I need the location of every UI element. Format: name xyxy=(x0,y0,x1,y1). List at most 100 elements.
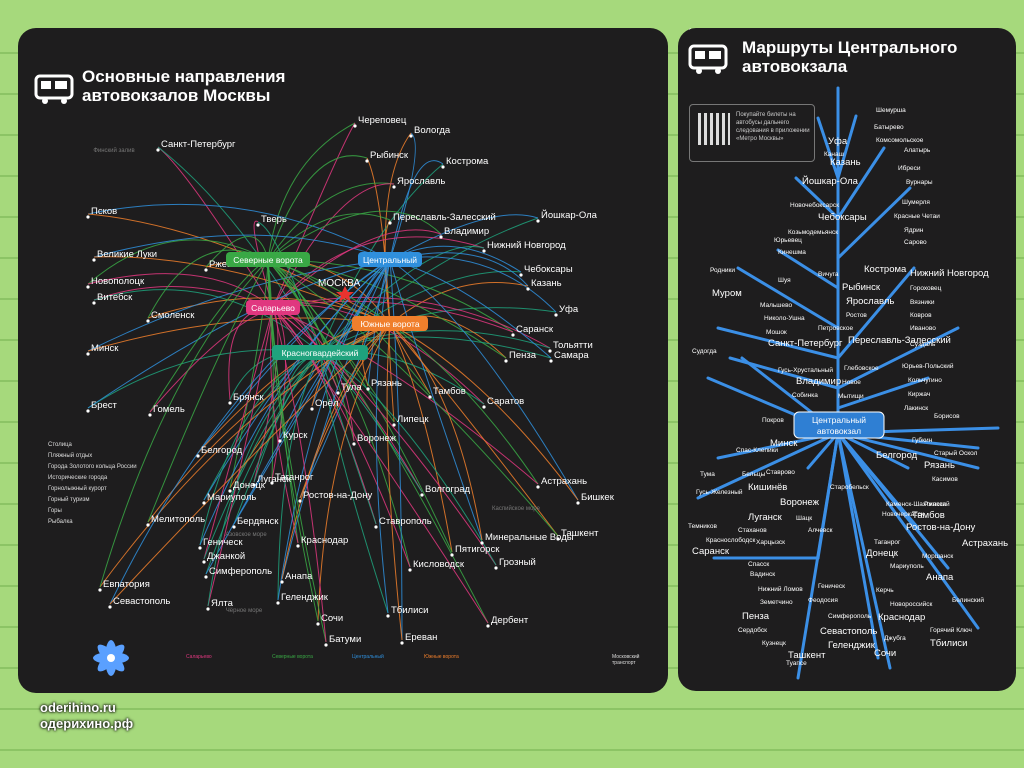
route-line xyxy=(267,155,368,261)
route-city-label: Ковров xyxy=(910,312,932,319)
route-city-label: Йошкар-Ола xyxy=(802,175,859,187)
city-dot xyxy=(276,601,280,605)
route-city-label: Покров xyxy=(762,417,784,424)
route-city-label: Мариуполь xyxy=(890,563,924,570)
route-city-label: Феодосия xyxy=(808,597,838,604)
city-label: Краснодар xyxy=(301,535,348,546)
bus-station-badge xyxy=(226,252,310,267)
route-city-label: Ярославль xyxy=(846,296,894,307)
route-city-label: Иваново xyxy=(910,325,936,332)
route-city-label: Джубга xyxy=(884,634,906,642)
route-line xyxy=(229,259,269,489)
footer-transport: Московский транспорт xyxy=(612,654,640,666)
route-line xyxy=(389,323,453,553)
route-branch xyxy=(776,248,840,290)
bus-station-label: Центральный xyxy=(363,255,417,265)
route-line xyxy=(267,259,559,537)
route-city-label: Сочи xyxy=(874,648,896,659)
route-city-label: Новое xyxy=(842,379,861,386)
city-label: Йошкар-Ола xyxy=(541,209,598,221)
footer-central: Центральный xyxy=(352,654,384,660)
route-city-label: Гусь-Хрустальный xyxy=(778,366,833,374)
city-dot xyxy=(450,553,454,557)
route-city-label: Кострома xyxy=(864,264,907,275)
route-line xyxy=(319,163,444,354)
route-city-label: Шуя xyxy=(778,277,791,284)
city-label: Ставрополь xyxy=(379,516,432,527)
city-label: Брянск xyxy=(233,392,265,403)
bus-station-badge xyxy=(358,252,422,267)
route-line xyxy=(109,323,391,605)
left-map-board xyxy=(18,28,668,693)
route-line xyxy=(87,213,391,325)
wall-stripe xyxy=(0,749,1024,751)
route-city-label: Шацк xyxy=(796,515,812,522)
city-dot xyxy=(98,588,102,592)
route-line xyxy=(299,259,391,499)
route-city-label: Вадинск xyxy=(750,571,775,578)
city-dot xyxy=(511,333,515,337)
qr-info-box[interactable]: Покупайте билеты на автобусы дальнего сл… xyxy=(689,104,815,162)
city-dot xyxy=(556,537,560,541)
route-line xyxy=(272,296,551,349)
route-city-label: Мытищи xyxy=(838,393,864,400)
route-city-label: Шумерля xyxy=(902,199,930,206)
route-branch xyxy=(836,431,892,670)
route-city-label: Кольчугино xyxy=(908,377,942,384)
route-city-label: Стаханов xyxy=(738,527,767,534)
city-dot xyxy=(278,439,282,443)
city-label: Ростов-на-Дону xyxy=(303,490,372,501)
city-dot xyxy=(388,221,392,225)
route-line xyxy=(87,239,269,285)
city-label: Тбилиси xyxy=(391,605,428,616)
route-line xyxy=(389,259,483,541)
route-line xyxy=(205,235,269,268)
city-dot xyxy=(486,624,490,628)
left-title: Основные направления автовокзалов Москвы xyxy=(82,67,285,105)
bus-station-label: Южные ворота xyxy=(360,319,419,329)
route-city-label: Белгород xyxy=(876,450,918,461)
city-dot xyxy=(482,249,486,253)
route-city-label: Переславль-Залесский xyxy=(848,335,951,346)
qr-code-icon[interactable] xyxy=(698,113,730,145)
city-label: Джанкой xyxy=(207,551,245,562)
route-line xyxy=(319,352,497,566)
water-label: Каспийское море xyxy=(492,505,541,512)
route-line xyxy=(147,259,269,523)
city-dot xyxy=(428,395,432,399)
route-city-label: Вичуга xyxy=(818,271,839,278)
route-line xyxy=(253,220,274,309)
city-label: Грозный xyxy=(499,557,536,568)
route-line xyxy=(319,352,423,493)
route-line xyxy=(272,183,395,309)
city-label: Чебоксары xyxy=(524,264,573,275)
route-city-label: Саранск xyxy=(692,546,730,557)
city-dot xyxy=(148,413,152,417)
city-dot xyxy=(92,258,96,262)
legend-item: Города Золотого кольца России xyxy=(48,464,137,470)
city-label: Луганск xyxy=(257,474,292,485)
city-dot xyxy=(374,525,378,529)
city-label: Рыбинск xyxy=(370,150,409,161)
route-city-label: Пенза xyxy=(742,611,770,622)
route-city-label: Нижний Новгород xyxy=(910,268,989,279)
footer-north: Северные ворота xyxy=(272,654,313,660)
route-line xyxy=(203,307,274,560)
city-label: Тула xyxy=(341,382,362,393)
route-city-label: Владимир xyxy=(796,376,841,387)
route-city-label: Таганрог xyxy=(874,539,901,546)
route-line xyxy=(207,352,321,607)
route-line xyxy=(272,229,442,309)
city-dot xyxy=(256,223,260,227)
route-branch xyxy=(836,431,980,470)
route-line xyxy=(267,213,391,261)
route-line xyxy=(366,157,391,325)
footer-salaryevo: Саларьево xyxy=(186,654,212,660)
city-dot xyxy=(198,546,202,550)
route-city-label: Новочебоксарск xyxy=(790,201,839,209)
city-label: Бишкек xyxy=(581,492,615,503)
city-label: Липецк xyxy=(397,414,429,425)
route-city-label: Луганск xyxy=(748,512,783,523)
city-dot xyxy=(202,560,206,564)
city-dot xyxy=(310,407,314,411)
